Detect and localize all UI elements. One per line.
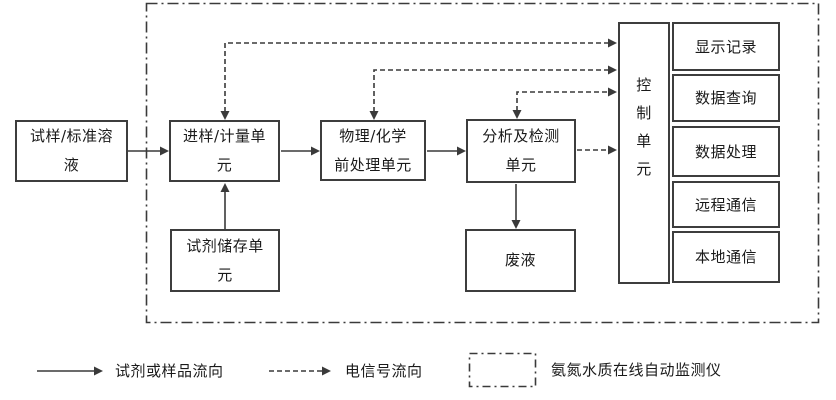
legend-boundary-box-symbol (468, 352, 537, 388)
box-reagent-storage-unit: 试剂储存单 元 (170, 229, 280, 292)
signal-line-pretreatment-control (369, 65, 617, 120)
flow-arrow-analysis-to-waste (511, 184, 521, 229)
box-display-record: 显示记录 (672, 22, 780, 71)
box-pretreatment-unit: 物理/化学 前处理单元 (320, 120, 426, 181)
flow-arrow-pretreatment-to-analysis (427, 146, 466, 156)
box-remote-communication: 远程通信 (672, 181, 780, 228)
box-analysis-detection-unit: 分析及检测 单元 (466, 119, 576, 183)
box-data-query: 数据查询 (672, 74, 780, 122)
flow-arrow-reagent-to-sampling (220, 183, 230, 229)
signal-line-analysis-to-control (577, 145, 617, 155)
flow-arrow-sample-to-sampling (128, 146, 169, 156)
legend-solid-arrow-symbol (37, 366, 103, 376)
legend-dashed-arrow-symbol (269, 366, 331, 376)
box-sampling-metering-unit: 进样/计量单 元 (169, 120, 280, 182)
system-boundary-frame (145, 2, 820, 324)
box-waste-liquid: 废液 (465, 229, 576, 292)
box-local-communication: 本地通信 (672, 231, 780, 283)
box-control-unit: 控 制 单 元 (618, 22, 670, 284)
legend-boundary-box-label: 氨氮水质在线自动监测仪 (551, 361, 722, 379)
legend-solid-arrow-label: 试剂或样品流向 (115, 362, 224, 380)
flow-arrow-sampling-to-pretreatment (281, 146, 320, 156)
signal-line-analysis-top-control (512, 87, 617, 119)
box-data-processing: 数据处理 (672, 126, 780, 177)
legend-dashed-arrow-label: 电信号流向 (345, 362, 423, 380)
signal-line-sampling-control (220, 38, 617, 120)
box-sample-standard-solution: 试样/标准溶 液 (15, 120, 128, 182)
